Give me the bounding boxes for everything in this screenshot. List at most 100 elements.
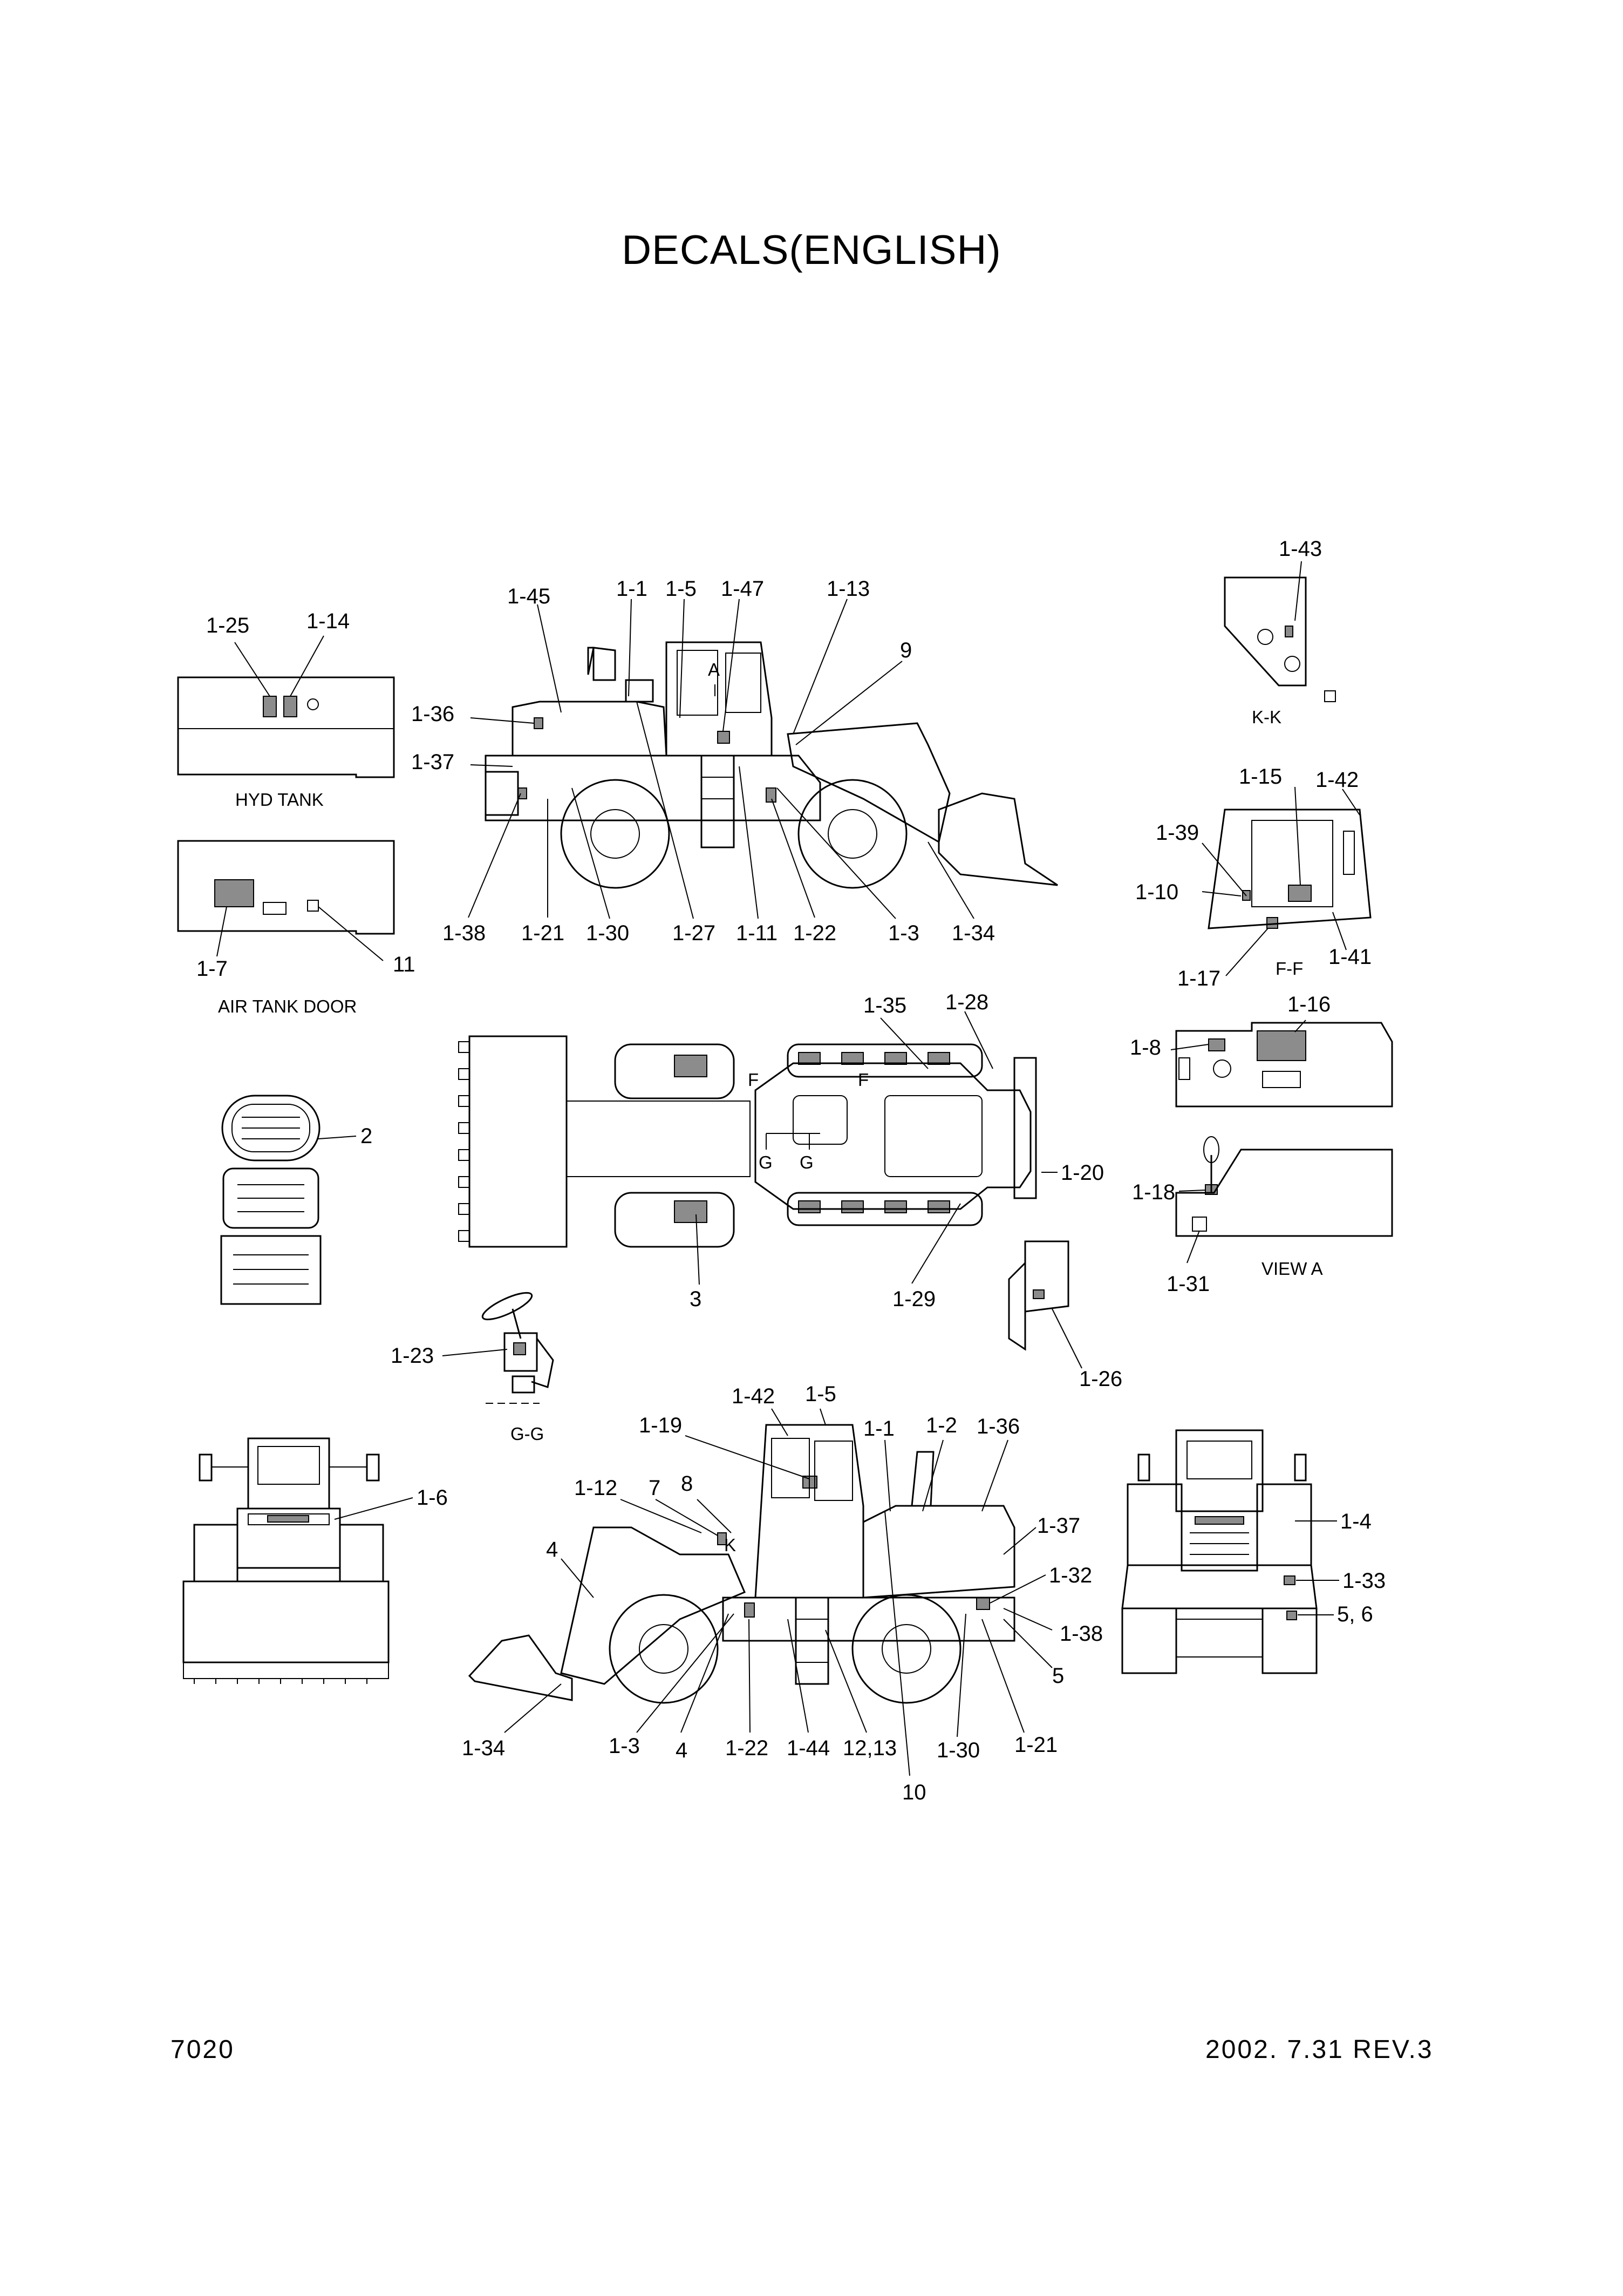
callout-1-34: 1-34 <box>952 921 995 945</box>
decal-1-17 <box>1266 917 1278 929</box>
callout-1-43: 1-43 <box>1279 537 1322 561</box>
callout-1-33: 1-33 <box>1342 1569 1386 1593</box>
callout-1-45: 1-45 <box>507 585 550 608</box>
decal-1-18 <box>1205 1184 1218 1195</box>
callout-5-6: 5, 6 <box>1337 1602 1373 1626</box>
section-ff-view: 1-15 1-42 1-39 1-10 1-17 1-41 F-F <box>1135 765 1372 990</box>
mark-f-right: F <box>858 1070 869 1090</box>
callout-1-30-lower: 1-30 <box>937 1738 980 1762</box>
callout-12-13: 12,13 <box>843 1736 897 1760</box>
mark-g-left: G <box>759 1152 773 1172</box>
hyd-tank-view: 1-25 1-14 HYD TANK <box>177 609 395 810</box>
callout-1-39: 1-39 <box>1156 821 1199 845</box>
callout-1-37-lower: 1-37 <box>1037 1514 1080 1538</box>
callout-1-47: 1-47 <box>721 577 764 601</box>
decal-11 <box>307 900 319 912</box>
callout-4-lower: 4 <box>676 1738 687 1762</box>
decal-1-7 <box>214 879 254 907</box>
callout-1-5-lower: 1-5 <box>805 1382 836 1406</box>
callout-1-30: 1-30 <box>586 921 629 945</box>
decal-1-6 <box>267 1515 309 1523</box>
callout-1-6: 1-6 <box>417 1486 448 1510</box>
callout-1-22-lower: 1-22 <box>725 1736 768 1760</box>
callout-1-20: 1-20 <box>1061 1161 1104 1185</box>
decal-1-4 <box>1195 1516 1244 1525</box>
mark-k: K <box>724 1535 736 1555</box>
decal-1-14 <box>283 696 297 717</box>
air-tank-door-caption: AIR TANK DOOR <box>218 996 357 1016</box>
callout-8: 8 <box>681 1472 693 1496</box>
callout-1-37: 1-37 <box>411 750 454 774</box>
callout-1-3: 1-3 <box>888 921 919 945</box>
callout-1-22: 1-22 <box>793 921 836 945</box>
decal-7 <box>717 1532 727 1545</box>
callout-5: 5 <box>1052 1664 1064 1688</box>
decal-1-43 <box>1285 626 1293 637</box>
revision-date: 2002. 7.31 REV.3 <box>1205 2035 1434 2064</box>
callout-1-31: 1-31 <box>1167 1272 1210 1296</box>
callout-1-29: 1-29 <box>892 1287 936 1311</box>
top-view: F F G G 1-35 1-28 1-20 3 1-29 <box>458 990 1104 1311</box>
callout-1-26: 1-26 <box>1079 1367 1122 1391</box>
callout-4-upper: 4 <box>546 1538 558 1561</box>
decal-1-22 <box>766 787 776 803</box>
decal-top-front-right <box>674 1200 707 1223</box>
callout-3: 3 <box>690 1287 701 1311</box>
callout-1-13: 1-13 <box>827 577 870 601</box>
mark-f-left: F <box>748 1070 759 1090</box>
callout-2: 2 <box>360 1124 372 1148</box>
callout-1-3-lower: 1-3 <box>609 1734 640 1758</box>
side-view-upper: A <box>411 577 1058 945</box>
callout-1-25: 1-25 <box>206 614 249 637</box>
mark-g-right: G <box>800 1152 814 1172</box>
callout-1-32: 1-32 <box>1049 1564 1092 1587</box>
view-a: 1-16 1-8 1-18 1-31 VIEW A <box>1130 993 1393 1296</box>
callout-1-11: 1-11 <box>736 921 778 945</box>
decal-1-8 <box>1208 1038 1225 1051</box>
decal-1-23 <box>513 1342 526 1355</box>
callout-1-10: 1-10 <box>1135 880 1178 904</box>
page-title: DECALS(ENGLISH) <box>622 227 1001 273</box>
side-view-lower: K 1-42 1-5 <box>462 1382 1103 1804</box>
callout-1-5: 1-5 <box>665 577 697 601</box>
callout-1-38-lower: 1-38 <box>1060 1622 1103 1646</box>
callout-1-36: 1-36 <box>411 702 454 726</box>
decal-1-25 <box>263 696 277 717</box>
section-gg-view: 1-23 G-G <box>391 1292 554 1444</box>
callout-1-35: 1-35 <box>863 994 906 1017</box>
callout-1-2: 1-2 <box>926 1414 957 1437</box>
decal-1-33 <box>1284 1575 1295 1585</box>
hyd-tank-caption: HYD TANK <box>235 790 324 810</box>
callout-1-34-lower: 1-34 <box>462 1736 505 1760</box>
callout-1-41: 1-41 <box>1328 945 1372 969</box>
decal-1-31 <box>1192 1217 1207 1232</box>
callout-1-7: 1-7 <box>196 957 228 981</box>
air-tank-door-view: 1-7 11 AIR TANK DOOR <box>177 840 415 1016</box>
callout-1-19: 1-19 <box>639 1414 682 1437</box>
callout-1-1-lower: 1-1 <box>863 1417 895 1441</box>
mark-a: A <box>708 660 720 680</box>
callout-1-8: 1-8 <box>1130 1036 1161 1059</box>
callout-1-42-lower: 1-42 <box>732 1384 775 1408</box>
callout-1-14: 1-14 <box>306 609 350 633</box>
decal-1-26 <box>1033 1289 1045 1299</box>
decal-1-19 <box>802 1476 817 1489</box>
callout-1-4: 1-4 <box>1340 1510 1372 1533</box>
section-kk-caption: K-K <box>1252 707 1281 727</box>
callout-1-38: 1-38 <box>442 921 486 945</box>
callout-1-28: 1-28 <box>945 990 988 1014</box>
page-number: 7020 <box>171 2035 235 2064</box>
decal-1-22-lower <box>744 1602 755 1618</box>
decal-top-front-left <box>674 1055 707 1077</box>
callout-1-27: 1-27 <box>672 921 715 945</box>
front-view: 1-6 <box>182 1437 448 1684</box>
section-kk-view: 1-43 K-K <box>1224 537 1336 727</box>
callout-1-18: 1-18 <box>1132 1180 1175 1204</box>
callout-1-21: 1-21 <box>521 921 564 945</box>
callout-1-36-lower: 1-36 <box>977 1415 1020 1438</box>
callout-1-23: 1-23 <box>391 1344 434 1368</box>
callout-1-21-lower: 1-21 <box>1014 1733 1058 1757</box>
decal-1-16 <box>1257 1030 1306 1061</box>
section-gg-caption: G-G <box>510 1424 544 1444</box>
